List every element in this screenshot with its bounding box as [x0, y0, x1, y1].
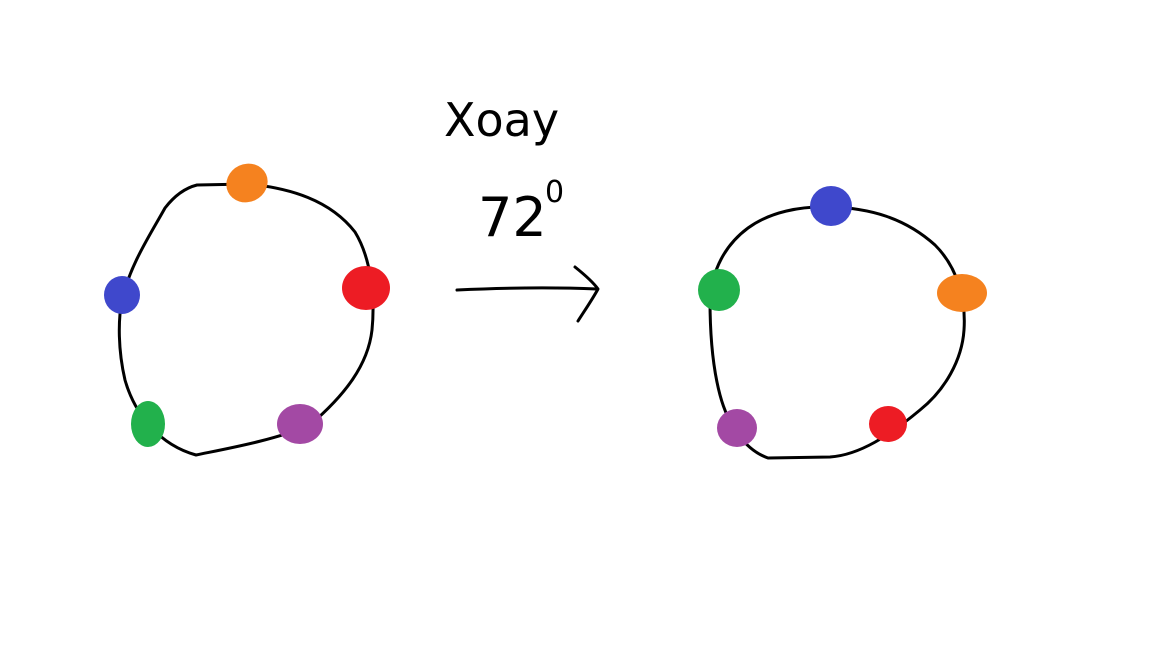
before-circle	[117, 182, 375, 457]
before-blue-dot	[104, 276, 140, 314]
before-red-dot	[342, 266, 390, 310]
rotate-label: Xoay	[444, 93, 559, 147]
arrow-shaft	[455, 286, 599, 292]
rotation-arrow	[455, 265, 600, 323]
before-group	[104, 163, 390, 457]
before-purple-dot	[277, 404, 323, 444]
after-purple-dot	[717, 409, 757, 447]
after-green-dot	[698, 269, 740, 311]
angle-value-label: 72	[478, 186, 547, 249]
after-group	[698, 186, 987, 460]
before-orange-dot	[226, 163, 268, 203]
after-circle	[708, 205, 966, 460]
after-red-dot	[869, 406, 907, 442]
after-blue-dot	[810, 186, 852, 226]
after-orange-dot	[937, 274, 987, 312]
before-green-dot	[131, 401, 165, 447]
arrow-head	[573, 265, 600, 323]
annotation: Xoay 72 0	[444, 93, 564, 249]
angle-degree-mark: 0	[545, 175, 564, 210]
